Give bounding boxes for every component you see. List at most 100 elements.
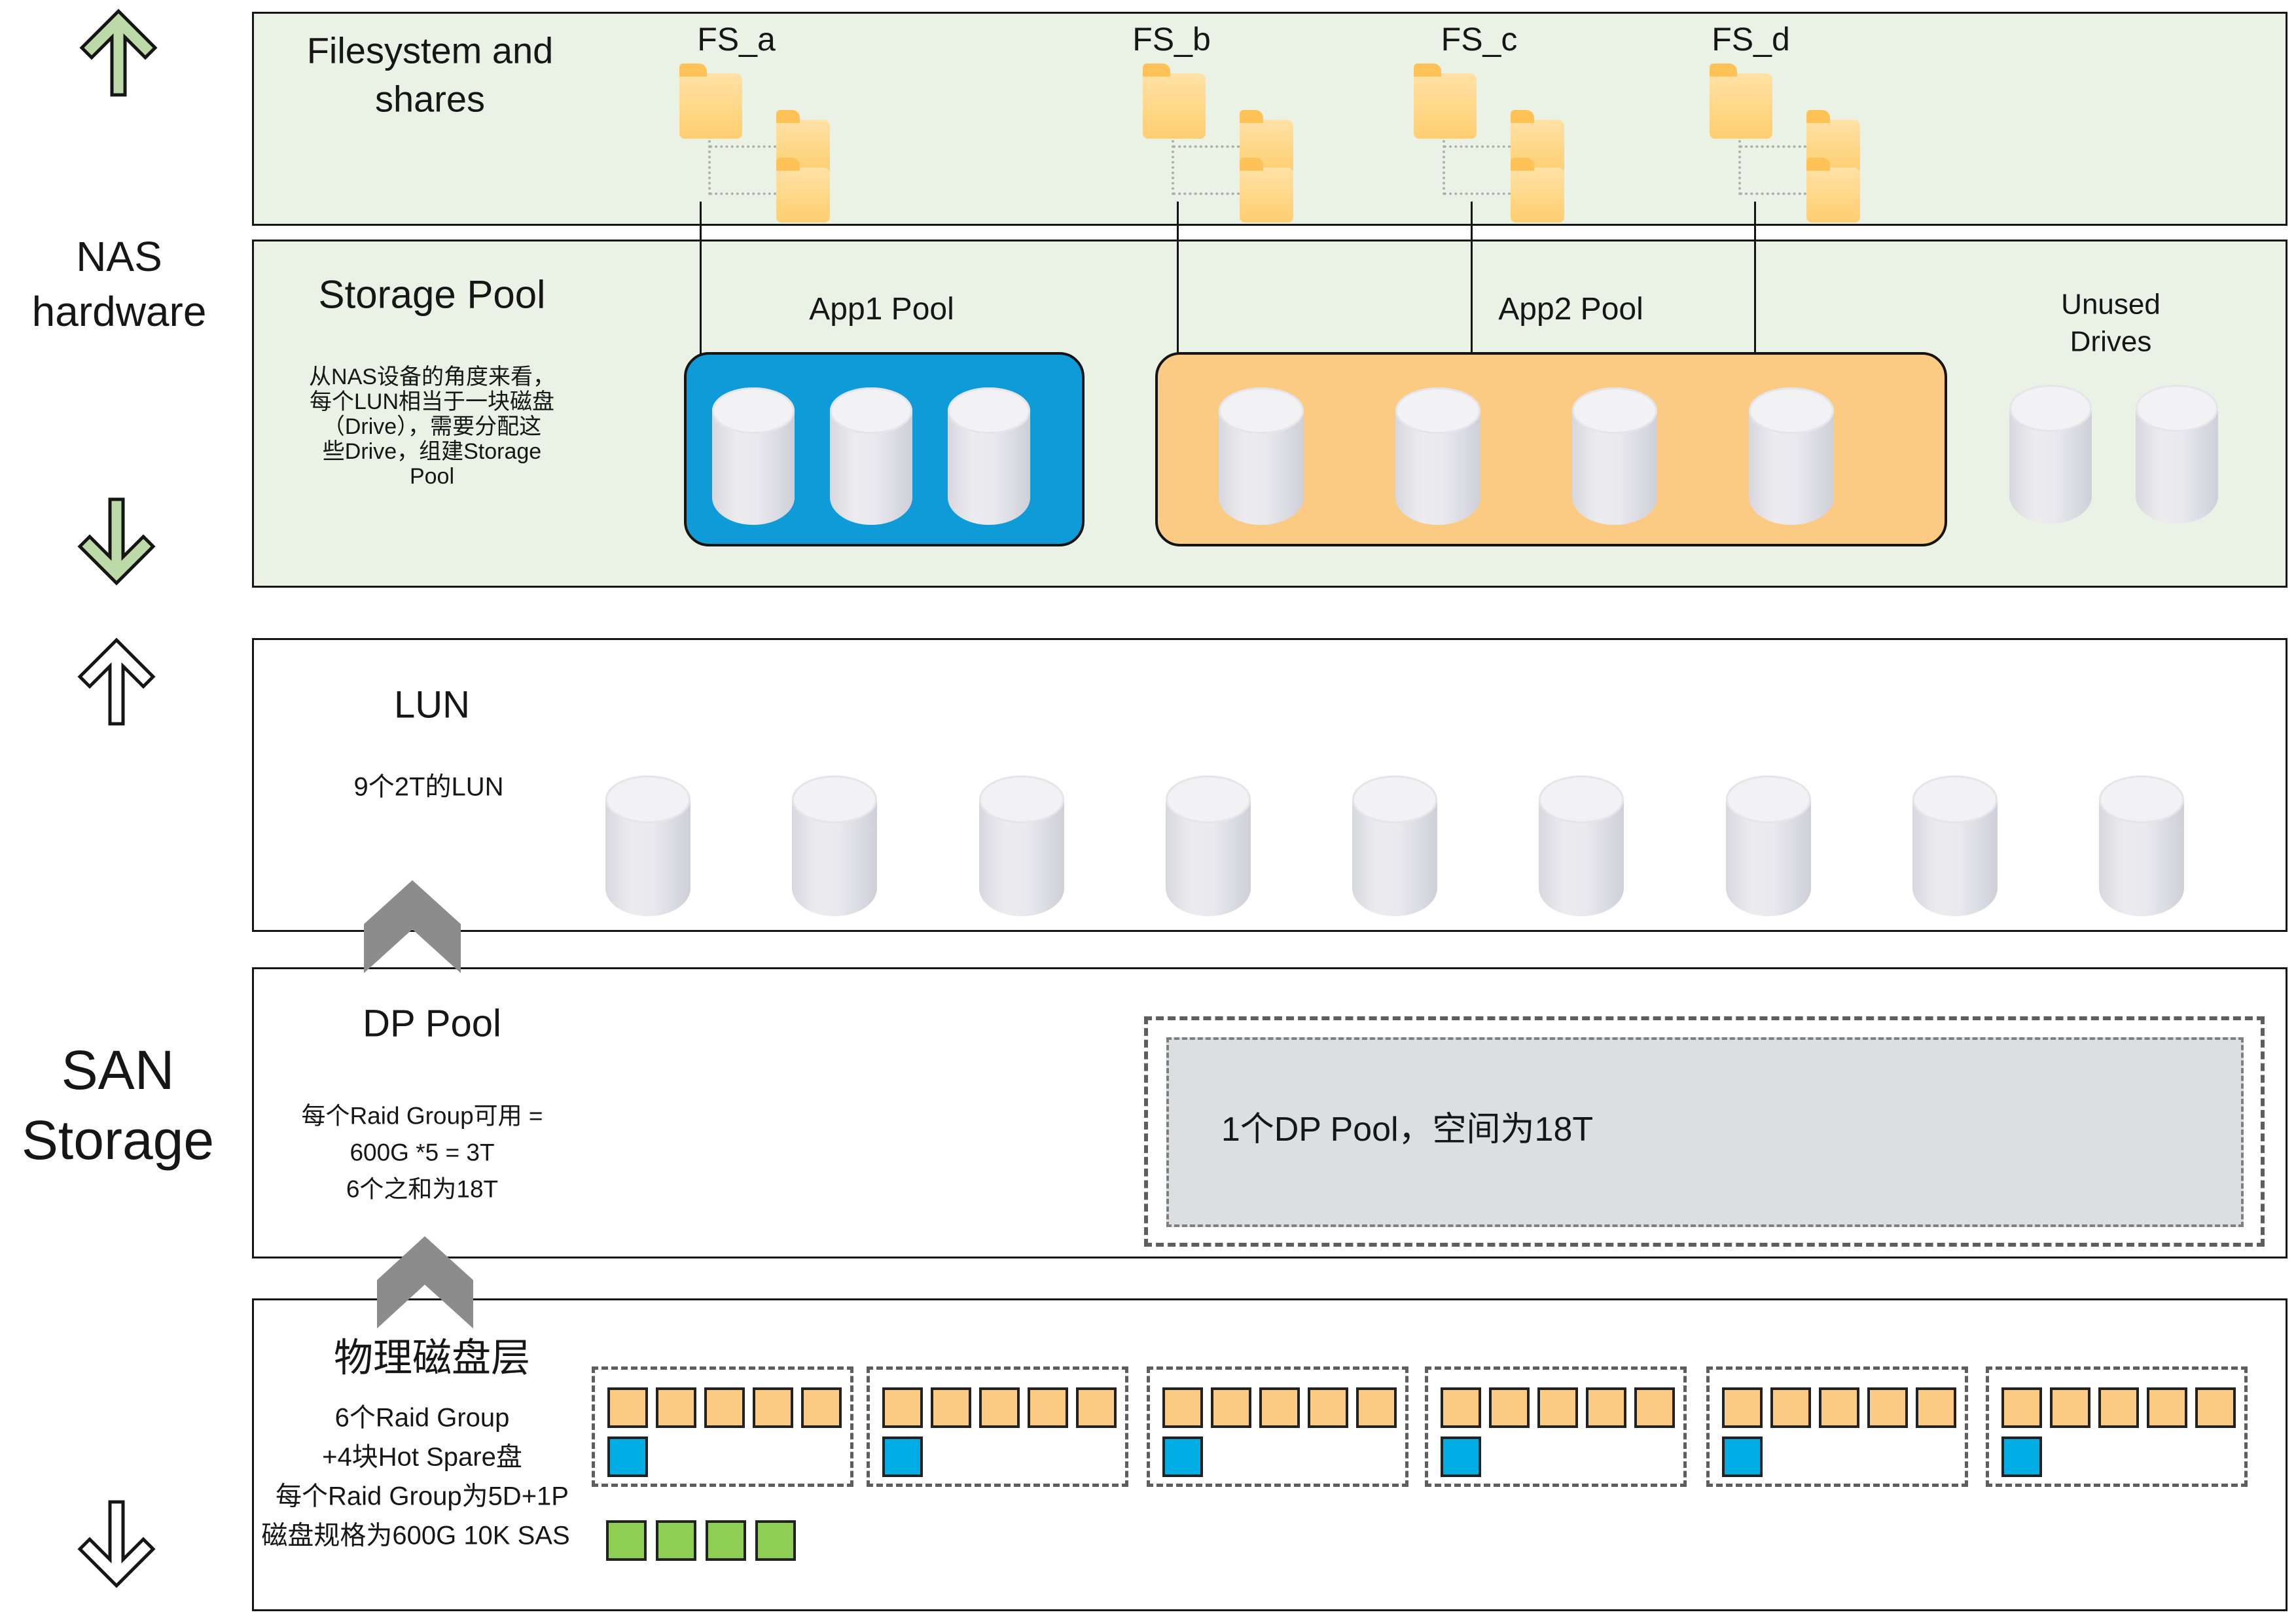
- data-disk-square: [2050, 1387, 2090, 1428]
- data-disk-square: [2098, 1387, 2139, 1428]
- data-disk-square: [1259, 1387, 1300, 1428]
- hot-spare-square: [1162, 1436, 1203, 1477]
- lun-cylinder: [1726, 776, 1811, 916]
- data-disk-square: [1076, 1387, 1117, 1428]
- flow-up-chevron: [377, 1236, 473, 1329]
- dp-pool-space-label: 1个DP Pool，空间为18T: [1221, 1110, 1594, 1149]
- lun-cylinder: [1912, 776, 1998, 916]
- unassigned-disk-square: [755, 1520, 796, 1561]
- dotted-connector: [1444, 192, 1511, 195]
- storage-pool-note: （Drive），需要分配这: [322, 414, 542, 439]
- data-disk-square: [801, 1387, 842, 1428]
- dotted-connector: [1443, 140, 1445, 195]
- folder-icon-parent: [1414, 63, 1477, 139]
- storage-pool-note: 从NAS设备的角度来看，: [309, 364, 555, 389]
- physical-disk-note: 6个Raid Group: [334, 1403, 510, 1433]
- lun-cylinder: [1352, 776, 1437, 916]
- drive-cylinder: [1572, 387, 1657, 525]
- data-disk-square: [704, 1387, 745, 1428]
- dotted-connector: [1173, 192, 1240, 195]
- dotted-connector: [1172, 140, 1174, 195]
- dotted-connector: [1444, 145, 1511, 148]
- data-disk-square: [1634, 1387, 1675, 1428]
- lun-cylinder: [1166, 776, 1251, 916]
- up-arrow-icon: [77, 637, 156, 726]
- folder-icon-child: [1511, 158, 1564, 223]
- raid-group-box: [1706, 1366, 1968, 1487]
- fs-group-label: FS_c: [1441, 21, 1518, 58]
- down-arrow-icon: [77, 497, 156, 586]
- data-disk-square: [1916, 1387, 1956, 1428]
- dotted-connector: [1173, 145, 1240, 148]
- drive-cylinder: [830, 387, 912, 525]
- down-arrow-icon: [77, 1500, 156, 1588]
- unassigned-disk-square: [656, 1520, 696, 1561]
- lun-title: LUN: [393, 683, 471, 726]
- drive-cylinder: [2136, 385, 2218, 524]
- lun-cylinder: [605, 776, 691, 916]
- dp-pool-dashed-frame: [1144, 1016, 2265, 1247]
- filesystem-title: Filesystem and: [306, 29, 554, 71]
- dp-pool-note: 每个Raid Group可用 =: [301, 1102, 543, 1130]
- drive-cylinder: [1749, 387, 1834, 525]
- flow-up-chevron: [364, 880, 461, 973]
- data-disk-square: [979, 1387, 1020, 1428]
- raid-group-box: [867, 1366, 1128, 1487]
- folder-icon-parent: [1143, 63, 1206, 139]
- fs-group-label: FS_d: [1712, 21, 1790, 58]
- raid-group-box: [1425, 1366, 1687, 1487]
- unused-drives-label: Drives: [2070, 325, 2152, 358]
- raid-group-box: [1147, 1366, 1408, 1487]
- san-storage-label: SAN: [61, 1039, 175, 1101]
- storage-pool-note: Pool: [409, 463, 455, 489]
- folder-icon-child: [1240, 110, 1293, 175]
- raid-group-box: [1986, 1366, 2248, 1487]
- dotted-connector: [1740, 145, 1806, 148]
- data-disk-square: [1819, 1387, 1859, 1428]
- dotted-connector: [1738, 140, 1741, 195]
- physical-disk-note: 磁盘规格为600G 10K SAS: [261, 1521, 570, 1550]
- hot-spare-square: [2001, 1436, 2042, 1477]
- data-disk-square: [882, 1387, 923, 1428]
- data-disk-square: [1770, 1387, 1811, 1428]
- hot-spare-square: [1722, 1436, 1763, 1477]
- nas-hardware-label: NAS: [76, 233, 162, 281]
- data-disk-square: [1867, 1387, 1908, 1428]
- filesystem-title: shares: [374, 78, 486, 120]
- physical-disk-title: 物理磁盘层: [334, 1336, 530, 1380]
- fs-group-label: FS_a: [697, 21, 776, 58]
- up-arrow-icon: [79, 9, 158, 97]
- fs-connector-line: [1471, 202, 1473, 355]
- app1-pool-label: App1 Pool: [809, 292, 954, 327]
- data-disk-square: [931, 1387, 971, 1428]
- dotted-connector: [709, 145, 776, 148]
- data-disk-square: [1028, 1387, 1068, 1428]
- fs-connector-line: [700, 202, 702, 355]
- san-storage-label: Storage: [21, 1109, 215, 1171]
- unused-drives-label: Unused: [2061, 288, 2161, 321]
- physical-disk-note: 每个Raid Group为5D+1P: [276, 1482, 569, 1511]
- lun-note: 9个2T的LUN: [353, 772, 504, 802]
- data-disk-square: [1356, 1387, 1397, 1428]
- drive-cylinder: [1219, 387, 1304, 525]
- drive-cylinder: [712, 387, 795, 525]
- data-disk-square: [607, 1387, 648, 1428]
- data-disk-square: [1586, 1387, 1626, 1428]
- data-disk-square: [753, 1387, 793, 1428]
- folder-icon-parent: [1710, 63, 1772, 139]
- data-disk-square: [1441, 1387, 1481, 1428]
- physical-disk-box: [252, 1298, 2287, 1611]
- drive-cylinder: [2009, 385, 2092, 524]
- data-disk-square: [1211, 1387, 1251, 1428]
- lun-cylinder: [2099, 776, 2184, 916]
- data-disk-square: [1489, 1387, 1530, 1428]
- data-disk-square: [2147, 1387, 2187, 1428]
- fs-group-label: FS_b: [1132, 21, 1211, 58]
- data-disk-square: [1162, 1387, 1203, 1428]
- nas-hardware-label: hardware: [31, 288, 207, 336]
- folder-icon-child: [776, 158, 830, 223]
- hot-spare-square: [882, 1436, 923, 1477]
- dp-pool-title: DP Pool: [363, 1002, 501, 1045]
- physical-disk-note: +4块Hot Spare盘: [322, 1442, 522, 1472]
